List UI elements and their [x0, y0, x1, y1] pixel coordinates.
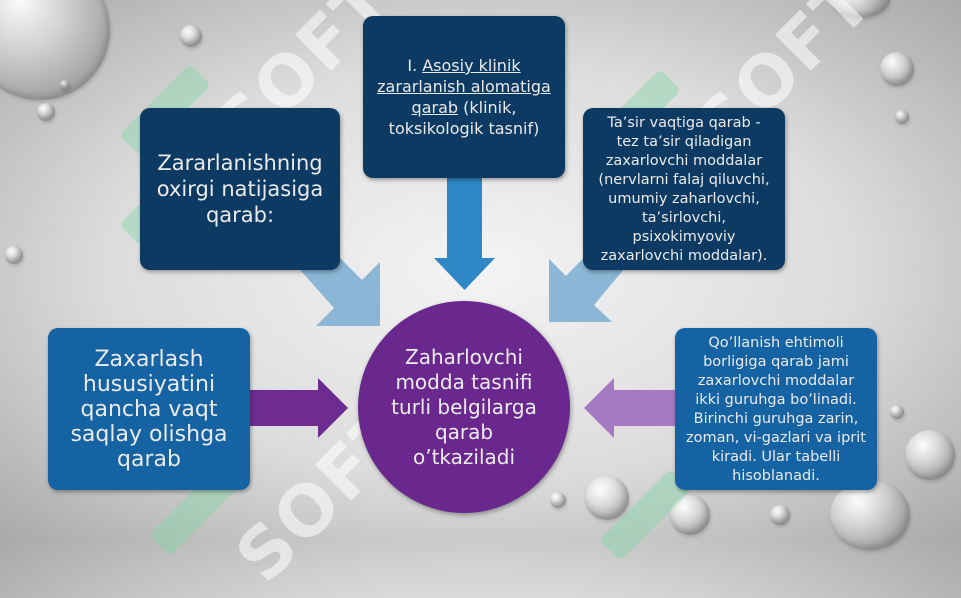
- arrow-right-left: [250, 378, 348, 438]
- box-right-text: Qo’llanish ehtimoli borligiga qarab jami…: [686, 335, 866, 484]
- bubble-decoration: [895, 110, 909, 124]
- box-top-center-rest: (klinik, toksikologik tasnif): [388, 98, 540, 138]
- bubble-decoration: [890, 405, 904, 419]
- box-top-left: Zararlanishning oxirgi natijasiga qarab:: [140, 108, 340, 270]
- box-top-center-text: I. Asosiy klinik zararlanish alomatiga q…: [377, 55, 551, 139]
- box-top-center-underlined: Asosiy klinik zararlanish alomatiga qara…: [377, 56, 551, 117]
- bubble-decoration: [60, 80, 70, 90]
- box-top-right-text: Ta’sir vaqtiga qarab - tez ta’sir qiladi…: [598, 115, 770, 264]
- bubble-decoration: [830, 0, 890, 18]
- bubble-decoration: [770, 505, 790, 525]
- bubble-decoration: [585, 476, 629, 520]
- bubble-decoration: [550, 492, 566, 508]
- bubble-decoration: [180, 25, 202, 47]
- box-top-center-prefix: I.: [407, 56, 423, 75]
- box-left-text: Zaxarlash hususiyatini qancha vaqt saqla…: [70, 346, 228, 472]
- bubble-decoration: [5, 246, 23, 264]
- bubble-decoration: [37, 103, 55, 121]
- bubble-decoration: [670, 495, 710, 535]
- box-top-left-text: Zararlanishning oxirgi natijasiga qarab:: [156, 151, 324, 227]
- bubble-decoration: [905, 430, 955, 480]
- box-right: Qo’llanish ehtimoli borligiga qarab jami…: [675, 328, 877, 490]
- box-left: Zaxarlash hususiyatini qancha vaqt saqla…: [48, 328, 250, 490]
- box-top-right: Ta’sir vaqtiga qarab - tez ta’sir qiladi…: [583, 108, 785, 270]
- arrow-down-center: [434, 178, 495, 290]
- bubble-decoration: [830, 480, 910, 550]
- bubble-decoration: [880, 52, 914, 86]
- box-top-center: I. Asosiy klinik zararlanish alomatiga q…: [363, 16, 565, 178]
- arrow-left-right: [584, 378, 675, 438]
- center-circle: Zaharlovchi modda tasnifi turli belgilar…: [358, 301, 570, 513]
- center-circle-text: Zaharlovchi modda tasnifi turli belgilar…: [391, 344, 537, 469]
